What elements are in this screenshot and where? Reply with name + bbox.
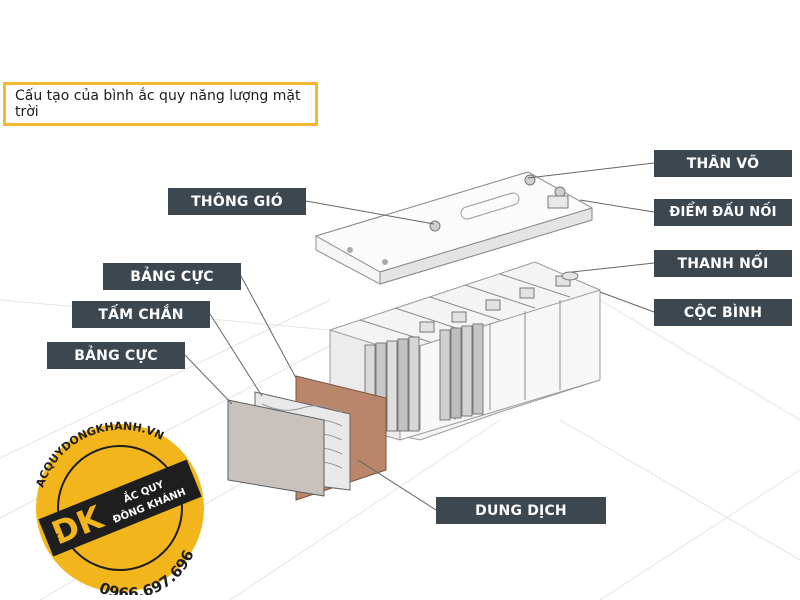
leader-lines [184, 162, 655, 511]
battery-case [329, 261, 601, 441]
label-than-vo: THÂN VÕ [654, 150, 792, 177]
label-coc-binh: CỘC BÌNH [654, 299, 792, 326]
label-bang-cuc-top: BẢNG CỰC [103, 263, 241, 290]
brand-logo: ACQUYDONGKHANH.VN 0966.697.696 DK ẮC QUY… [21, 420, 207, 595]
label-thong-gio: THÔNG GIÓ [168, 188, 306, 215]
battery-lid [314, 171, 594, 285]
diagram-title: Cấu tạo của bình ắc quy năng lượng mặt t… [3, 82, 318, 126]
electrode-plate-front [227, 399, 325, 497]
star-icon: ★ [48, 528, 63, 545]
label-bang-cuc-bottom: BẢNG CỰC [47, 342, 185, 369]
label-diem-dau-noi: ĐIỂM ĐẤU NỐI [654, 199, 792, 226]
label-tam-chan: TẤM CHẮN [72, 301, 210, 328]
label-dung-dich: DUNG DỊCH [436, 497, 606, 524]
label-thanh-noi: THANH NỐI [654, 250, 792, 277]
